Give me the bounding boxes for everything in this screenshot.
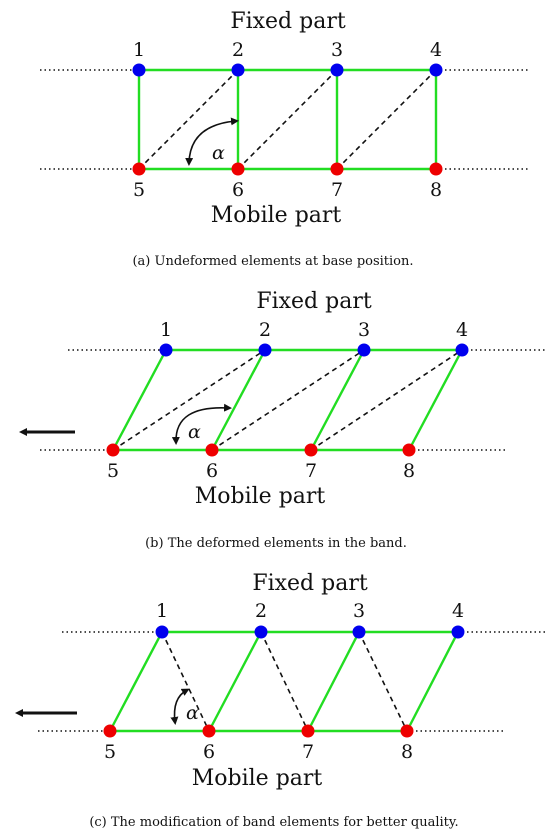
caption: (c) The modification of band elements fo… [89, 815, 458, 830]
node-label: 3 [331, 39, 343, 61]
mobile-part-label: Mobile part [211, 203, 342, 228]
diagonals [138, 69, 437, 170]
angle-label: α [212, 142, 225, 164]
mobile-nodes [103, 724, 414, 738]
node-label: 5 [104, 741, 116, 763]
node-label: 2 [255, 600, 267, 622]
node-label: 1 [133, 39, 145, 61]
node-label: 5 [107, 460, 119, 482]
panel-a: Fixed part α [40, 9, 530, 269]
fixed-part-label: Fixed part [256, 289, 372, 314]
angle-label: α [188, 421, 201, 443]
caption: (a) Undeformed elements at base position… [132, 254, 413, 269]
mobile-part-label: Mobile part [192, 766, 323, 791]
angle-label: α [186, 702, 199, 724]
caption: (b) The deformed elements in the band. [145, 536, 407, 551]
node-label: 7 [305, 460, 317, 482]
fixed-nodes [159, 343, 469, 357]
node-label: 7 [302, 741, 314, 763]
fixed-part-label: Fixed part [230, 9, 346, 34]
mobile-part-label: Mobile part [195, 484, 326, 509]
node-label: 4 [452, 600, 464, 622]
node-label: 1 [160, 319, 172, 341]
node-label: 6 [232, 179, 244, 201]
node-label: 2 [232, 39, 244, 61]
element-edges [108, 630, 460, 733]
node-label: 4 [430, 39, 442, 61]
diagonals [161, 631, 408, 732]
panel-c: Fixed part α [15, 571, 545, 830]
node-label: 6 [203, 741, 215, 763]
node-label: 8 [430, 179, 442, 201]
fixed-part-label: Fixed part [252, 571, 368, 596]
diagonals [112, 349, 463, 451]
node-label: 3 [353, 600, 365, 622]
node-label: 3 [358, 319, 370, 341]
panel-b: Fixed part α [19, 289, 545, 551]
node-label: 1 [156, 600, 168, 622]
node-label: 7 [331, 179, 343, 201]
fixed-nodes [155, 625, 465, 639]
angle-arc [185, 117, 239, 166]
node-label: 2 [259, 319, 271, 341]
mobile-nodes [106, 443, 416, 457]
angle-arc [171, 403, 232, 445]
fixed-nodes [132, 63, 443, 77]
angle-arc [170, 688, 190, 725]
node-label: 6 [206, 460, 218, 482]
node-label: 5 [133, 179, 145, 201]
node-label: 8 [403, 460, 415, 482]
mobile-nodes [132, 162, 443, 176]
node-label: 8 [401, 741, 413, 763]
element-edges [137, 68, 438, 171]
node-label: 4 [456, 319, 468, 341]
